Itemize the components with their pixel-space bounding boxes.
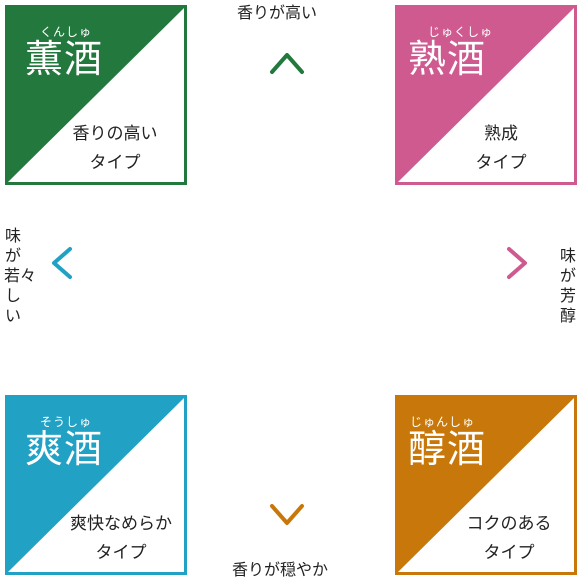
card-jukushu: じゅくしゅ 熟酒 熟成 タイプ [395,5,577,185]
axis-label-top: 香りが高い [237,3,318,22]
name-soushu: 爽酒 [25,427,104,471]
name-jukushu: 熟酒 [408,37,487,81]
desc-soushu-line1: 爽快なめらか [70,514,172,534]
axis-label-left: 味が若々しい [4,226,37,325]
ruby-kunshu: くんしゅ [40,25,93,39]
card-junshu: じゅんしゅ 醇酒 コクのある タイプ [395,395,577,575]
triangle-soushu [8,398,184,572]
axis-label-bottom: 香りが穏やか [232,560,329,579]
desc-junshu: コクのある タイプ [450,510,568,568]
desc-kunshu-line1: 香りの高い [72,124,158,144]
name-junshu: 醇酒 [408,427,487,471]
ruby-soushu: そうしゅ [40,415,93,429]
horizontal-arrow [52,247,527,279]
desc-soushu-line2: タイプ [95,543,147,563]
ruby-junshu: じゅんしゅ [410,415,476,429]
desc-jukushu: 熟成 タイプ [442,120,560,178]
card-kunshu: くんしゅ 薫酒 香りの高い タイプ [5,5,187,185]
desc-kunshu: 香りの高い タイプ [56,120,174,178]
desc-kunshu-line2: タイプ [89,153,141,173]
ruby-jukushu: じゅくしゅ [428,25,494,39]
desc-jukushu-line2: タイプ [475,153,527,173]
triangle-junshu [398,398,574,572]
desc-soushu: 爽快なめらか タイプ [62,510,180,568]
triangle-jukushu [398,8,574,182]
desc-junshu-line2: タイプ [483,543,535,563]
axis-label-right: 味が芳醇 [559,246,576,325]
triangle-kunshu [8,8,184,182]
vertical-arrow [270,53,304,525]
desc-jukushu-line1: 熟成 [484,124,518,144]
card-soushu: そうしゅ 爽酒 爽快なめらか タイプ [5,395,187,575]
desc-junshu-line1: コクのある [466,514,552,534]
name-kunshu: 薫酒 [25,37,104,81]
